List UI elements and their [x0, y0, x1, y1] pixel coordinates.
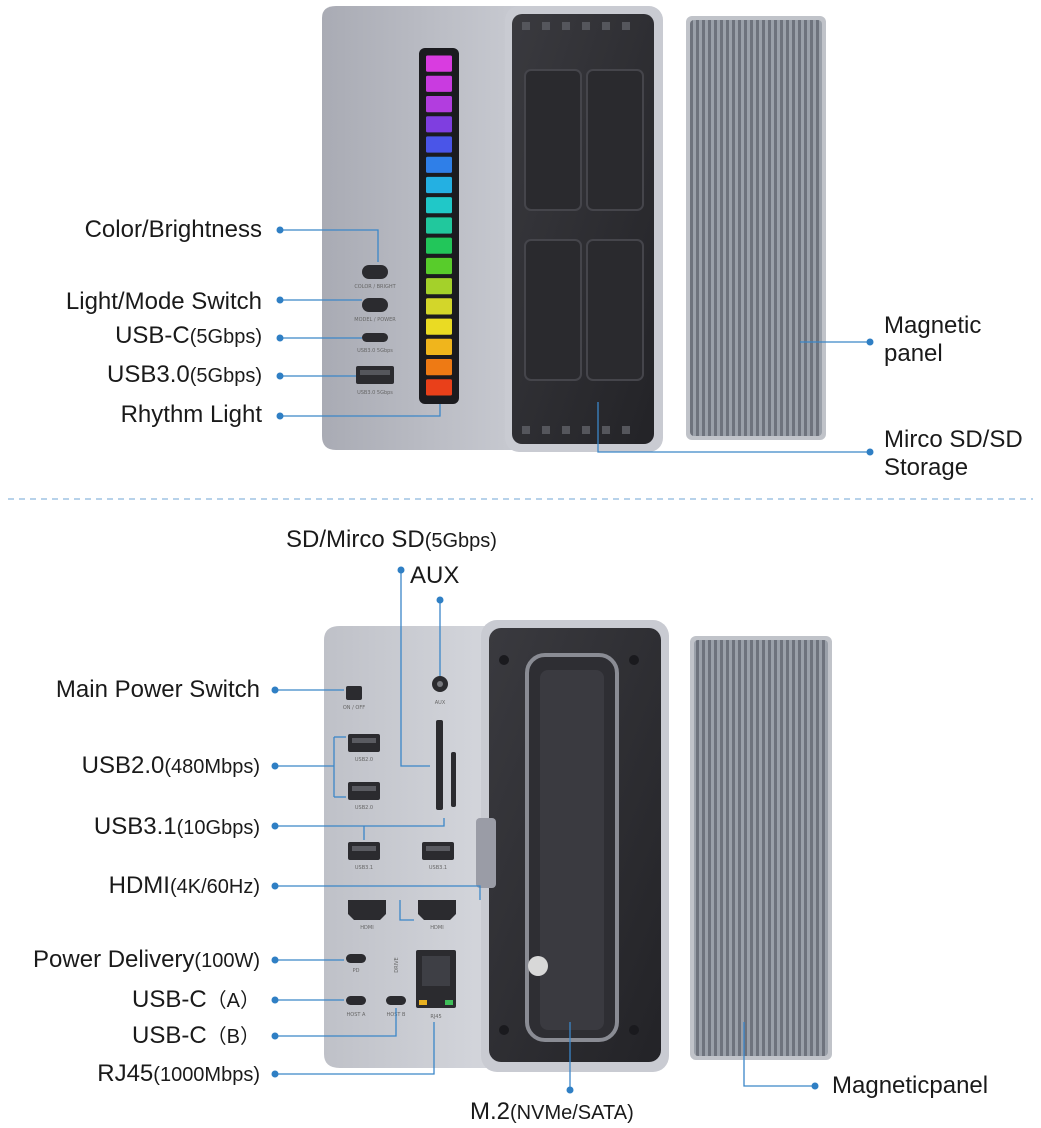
rhythm-light-segment [426, 136, 452, 153]
label-light-mode-switch: Light/Mode Switch [65, 288, 262, 315]
m2-screw [528, 956, 548, 976]
top-magnetic-panel [686, 16, 826, 440]
usb2-text-2: USB2.0 [355, 805, 373, 811]
label-usbc-b: USB-C（B） [131, 1022, 260, 1049]
rhythm-light-segment [426, 217, 452, 234]
rhythm-light-segment [426, 278, 452, 295]
label-top-usb30: USB3.0(5Gbps) [107, 361, 262, 388]
label-color-brightness: Color/Brightness [84, 216, 262, 243]
label-aux: AUX [410, 562, 460, 589]
hdmi-port-2[interactable] [418, 900, 456, 920]
hdmi-text-1: HDMI [360, 925, 373, 931]
light-mode-switch-button[interactable] [362, 298, 388, 312]
model-power-text: MODEL / POWER [354, 317, 396, 323]
hdmi-text-2: HDMI [430, 925, 443, 931]
label-m2: M.2(NVMe/SATA) [470, 1098, 634, 1125]
top-usba-text: USB3.0 5Gbps [357, 390, 393, 396]
color-brightness-button[interactable] [362, 265, 388, 279]
callout-lines [275, 229, 870, 1090]
rhythm-light-segment [426, 75, 452, 92]
rhythm-light-segments [426, 55, 452, 396]
sd-card-slots [524, 69, 644, 381]
top-usbc-text: USB3.0 5Gbps [357, 348, 393, 354]
rhythm-light-segment [426, 96, 452, 113]
rhythm-light-segment [426, 237, 452, 254]
rhythm-light-segment [426, 257, 452, 275]
bottom-dock-device: ON / OFF AUX USB2.0 USB2.0 USB3.1 USB3.1… [324, 620, 669, 1072]
drive-text: DRIVE [394, 957, 400, 972]
rj45-text: RJ45 [430, 1014, 441, 1020]
rhythm-light-segment [426, 116, 452, 133]
host-a-text: HOST A [347, 1012, 367, 1018]
on-off-text: ON / OFF [343, 705, 365, 711]
label-usbc-a: USB-C（A） [131, 986, 260, 1013]
label-rj45: RJ45(1000Mbps) [97, 1060, 260, 1087]
label-top-usbc: USB-C(5Gbps) [115, 322, 262, 349]
label-rhythm-light: Rhythm Light [120, 401, 262, 428]
usbc-b-port[interactable] [386, 996, 406, 1005]
rhythm-light-segment [426, 197, 452, 214]
tray-screw-holes [499, 655, 639, 1035]
rhythm-light-segment [426, 156, 452, 173]
callout-dots [271, 226, 874, 1094]
label-main-power-switch: Main Power Switch [55, 676, 260, 703]
label-usb31: USB3.1(10Gbps) [93, 813, 260, 840]
micro-sd-slot[interactable] [451, 752, 456, 807]
rhythm-light-segment [426, 359, 452, 376]
label-hdmi: HDMI(4K/60Hz) [108, 872, 260, 899]
hdmi-port-1[interactable] [348, 900, 386, 920]
rhythm-light-segment [426, 176, 452, 194]
label-power-delivery: Power Delivery(100W) [33, 946, 260, 973]
rhythm-light-segment [426, 55, 452, 72]
power-delivery-port[interactable] [346, 954, 366, 963]
rhythm-light-segment [426, 298, 452, 315]
label-bottom-magnetic-panel: Magneticpanel [832, 1072, 989, 1099]
rhythm-light-segment [426, 379, 452, 396]
label-usb20: USB2.0(480Mbps) [81, 752, 260, 779]
label-sd-mirco-sd: SD/Mirco SD(5Gbps) [286, 526, 497, 553]
main-power-switch[interactable] [346, 686, 362, 700]
rhythm-light-segment [426, 338, 452, 355]
top-vents [522, 22, 630, 434]
rhythm-light-segment [426, 318, 452, 335]
top-dock-device: COLOR / BRIGHT MODEL / POWER USB3.0 5Gbp… [322, 6, 663, 452]
pd-text: PD [353, 968, 360, 974]
bottom-magnetic-panel [690, 636, 832, 1060]
sd-card-slot[interactable] [436, 720, 443, 810]
usb31-text-2: USB3.1 [429, 865, 447, 871]
usbc-a-port[interactable] [346, 996, 366, 1005]
color-bright-text: COLOR / BRIGHT [354, 284, 396, 290]
usb2-text-1: USB2.0 [355, 757, 373, 763]
usb31-text-1: USB3.1 [355, 865, 373, 871]
top-usbc-port[interactable] [362, 333, 388, 342]
aux-text: AUX [435, 700, 446, 706]
